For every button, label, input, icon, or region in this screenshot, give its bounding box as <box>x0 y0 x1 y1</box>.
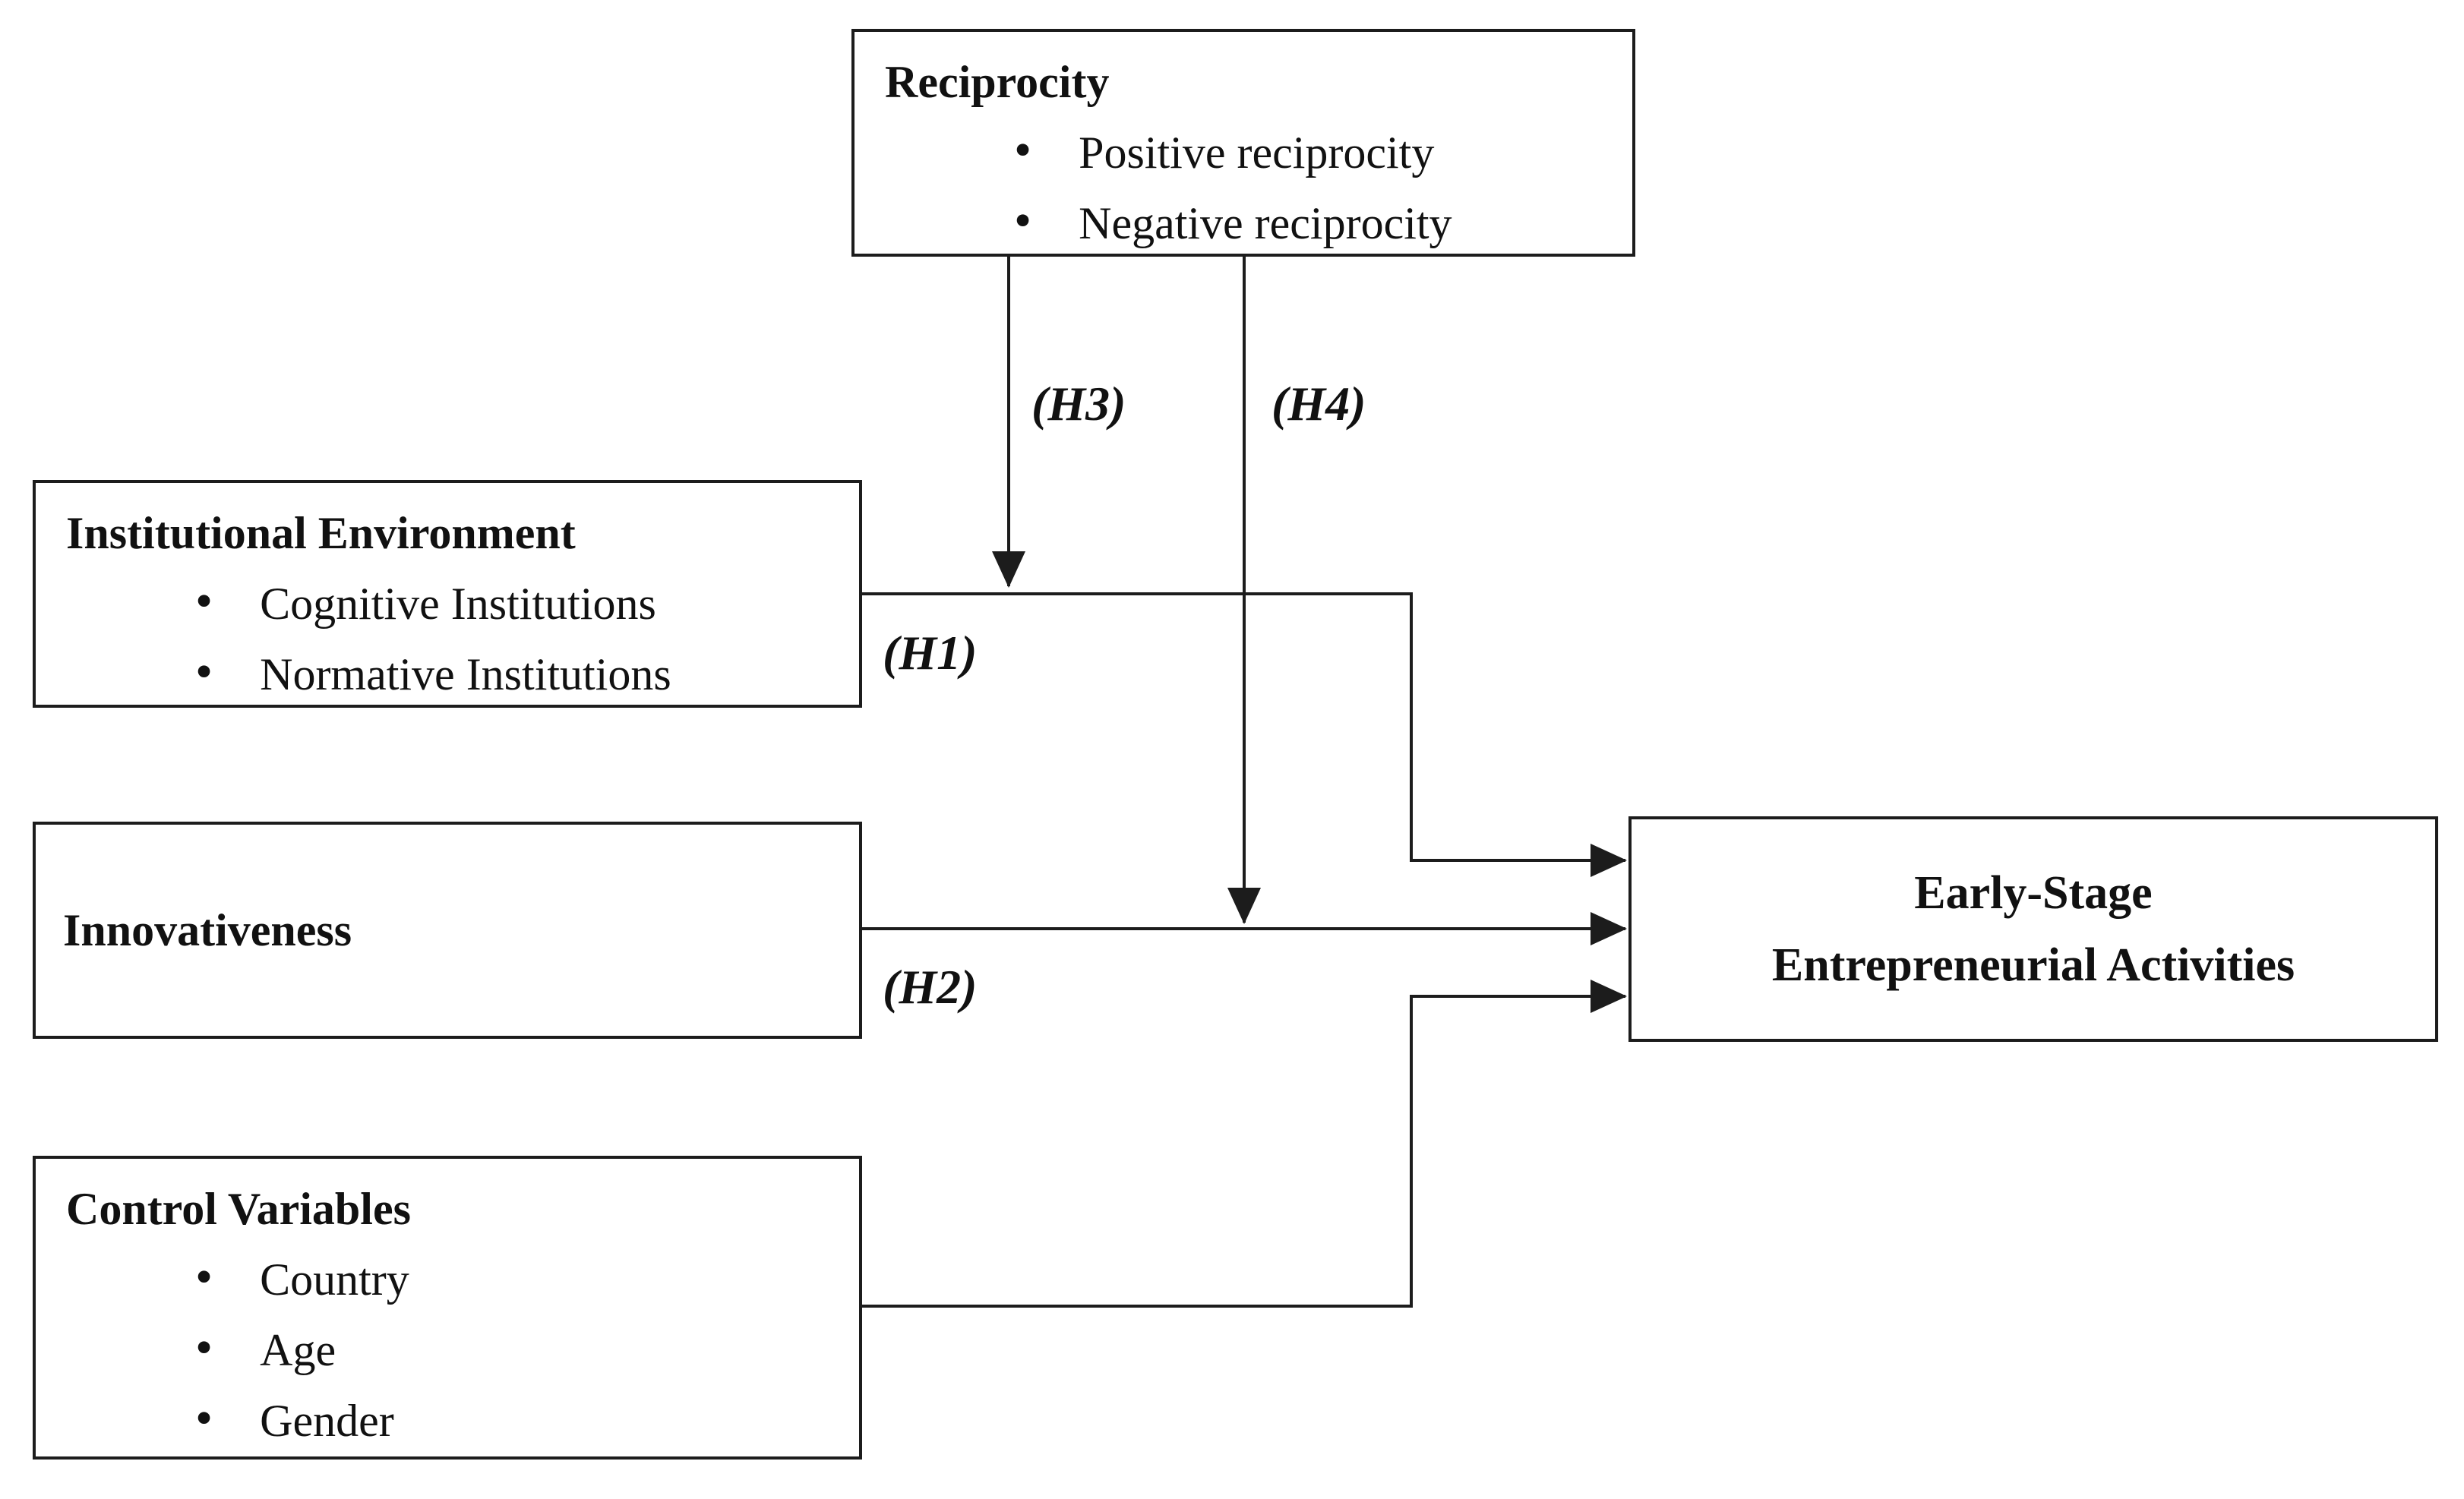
bullet-text: Country <box>260 1254 409 1305</box>
list-item: • Negative reciprocity <box>1014 188 1632 259</box>
bullet-text: Age <box>260 1325 336 1375</box>
control-variables-box: Control Variables • Country • Age • Gend… <box>33 1156 862 1460</box>
control-variables-list: • Country • Age • Gender <box>36 1245 859 1456</box>
list-item: • Country <box>195 1245 859 1315</box>
bullet-icon: • <box>195 1390 213 1446</box>
reciprocity-title: Reciprocity <box>885 57 1110 107</box>
bullet-icon: • <box>1014 192 1032 248</box>
outcome-title-line2: Entrepreneurial Activities <box>1771 939 2295 991</box>
reciprocity-list: • Positive reciprocity • Negative recipr… <box>855 118 1632 259</box>
list-item: • Normative Institutions <box>195 639 859 710</box>
innovativeness-title: Innovativeness <box>63 904 352 955</box>
bullet-text: Normative Institutions <box>260 649 671 699</box>
h4-label: (H4) <box>1271 377 1366 431</box>
bullet-icon: • <box>195 1248 213 1305</box>
bullet-text: Cognitive Institutions <box>260 579 656 629</box>
early-stage-entrepreneurial-activities-box: Early-Stage Entrepreneurial Activities <box>1628 816 2438 1042</box>
h2-label: (H2) <box>883 960 978 1014</box>
reciprocity-box: Reciprocity • Positive reciprocity • Neg… <box>851 29 1635 257</box>
list-item: • Gender <box>195 1386 859 1456</box>
institutional-environment-list: • Cognitive Institutions • Normative Ins… <box>36 569 859 710</box>
innovativeness-box: Innovativeness <box>33 822 862 1039</box>
bullet-text: Gender <box>260 1396 394 1446</box>
controls-arrow <box>862 980 1627 1308</box>
list-item: • Cognitive Institutions <box>195 569 859 639</box>
bullet-text: Positive reciprocity <box>1079 128 1435 178</box>
h1-label: (H1) <box>883 626 978 680</box>
institutional-environment-title: Institutional Environment <box>66 508 576 558</box>
h3-label: (H3) <box>1031 377 1126 431</box>
bullet-icon: • <box>195 1319 213 1375</box>
bullet-icon: • <box>1014 121 1032 178</box>
bullet-icon: • <box>195 643 213 699</box>
control-variables-title: Control Variables <box>66 1184 411 1234</box>
institutional-environment-box: Institutional Environment • Cognitive In… <box>33 480 862 708</box>
outcome-title-line1: Early-Stage <box>1914 866 2153 919</box>
list-item: • Positive reciprocity <box>1014 118 1632 188</box>
bullet-text: Negative reciprocity <box>1079 198 1452 248</box>
list-item: • Age <box>195 1315 859 1386</box>
bullet-icon: • <box>195 573 213 629</box>
